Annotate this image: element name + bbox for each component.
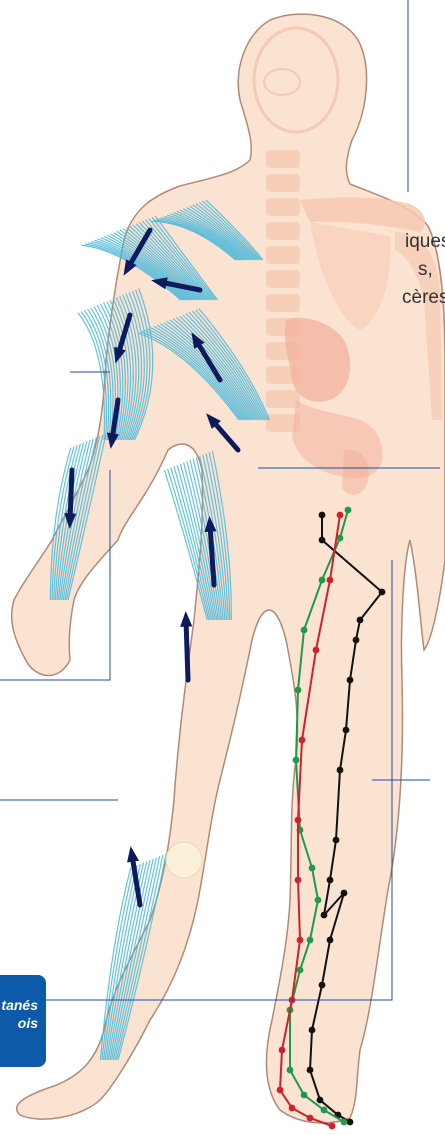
badge-line-1: tanés bbox=[1, 997, 38, 1013]
acupoint-dot-icon bbox=[307, 1115, 314, 1122]
acupoint-dot-icon bbox=[337, 767, 344, 774]
acupoint-dot-icon bbox=[317, 1097, 324, 1104]
acupoint-dot-icon bbox=[297, 967, 304, 974]
acupoint-dot-icon bbox=[289, 1105, 296, 1112]
acupoint-dot-icon bbox=[293, 757, 300, 764]
vertebra bbox=[266, 198, 300, 216]
text-fragment-2: s, bbox=[418, 258, 433, 282]
acupoint-dot-icon bbox=[297, 937, 304, 944]
acupoint-dot-icon bbox=[277, 1087, 284, 1094]
acupoint-dot-icon bbox=[287, 1067, 294, 1074]
body-silhouette bbox=[12, 14, 445, 1123]
vertebra bbox=[266, 270, 300, 288]
acupoint-dot-icon bbox=[333, 837, 340, 844]
acupoint-dot-icon bbox=[307, 937, 314, 944]
knee-marker bbox=[166, 842, 202, 878]
acupoint-dot-icon bbox=[343, 727, 350, 734]
vertebra bbox=[266, 246, 300, 264]
acupoint-dot-icon bbox=[337, 512, 344, 519]
acupoint-dot-icon bbox=[347, 677, 354, 684]
acupoint-dot-icon bbox=[295, 687, 302, 694]
acupoint-dot-icon bbox=[341, 1119, 348, 1126]
acupoint-dot-icon bbox=[307, 1067, 314, 1074]
acupoint-dot-icon bbox=[357, 617, 364, 624]
acupoint-dot-icon bbox=[341, 890, 348, 897]
acupoint-dot-icon bbox=[309, 1027, 316, 1034]
acupoint-dot-icon bbox=[319, 512, 326, 519]
acupoint-dot-icon bbox=[315, 897, 322, 904]
vertebra bbox=[266, 222, 300, 240]
text-fragment-3: cères bbox=[402, 286, 445, 310]
acupoint-dot-icon bbox=[379, 589, 386, 596]
acupoint-dot-icon bbox=[327, 877, 334, 884]
acupoint-dot-icon bbox=[301, 627, 308, 634]
lymph-flow-arrow-icon bbox=[186, 620, 188, 680]
acupoint-dot-icon bbox=[295, 817, 302, 824]
vertebra bbox=[266, 390, 300, 408]
vertebra bbox=[266, 150, 300, 168]
acupoint-dot-icon bbox=[319, 982, 326, 989]
acupoint-dot-icon bbox=[347, 1119, 354, 1126]
acupoint-dot-icon bbox=[327, 937, 334, 944]
acupoint-dot-icon bbox=[299, 737, 306, 744]
acupoint-dot-icon bbox=[327, 577, 334, 584]
acupoint-dot-icon bbox=[309, 865, 316, 872]
acupoint-dot-icon bbox=[313, 647, 320, 654]
acupoint-dot-icon bbox=[321, 912, 328, 919]
acupoint-dot-icon bbox=[295, 877, 302, 884]
acupoint-dot-icon bbox=[319, 537, 326, 544]
lymph-flow-arrow-icon bbox=[70, 470, 72, 520]
acupoint-dot-icon bbox=[345, 507, 352, 514]
acupoint-dot-icon bbox=[319, 577, 326, 584]
acupoint-dot-icon bbox=[321, 1107, 328, 1114]
badge-line-2: ois bbox=[18, 1015, 38, 1031]
vertebra bbox=[266, 294, 300, 312]
acupoint-dot-icon bbox=[301, 1092, 308, 1099]
acupoint-dot-icon bbox=[329, 1123, 336, 1130]
lymph-flow-arrowhead-icon bbox=[180, 611, 192, 627]
lymph-flow-arrowhead-icon bbox=[127, 846, 139, 862]
vertebra bbox=[266, 174, 300, 192]
acupoint-dot-icon bbox=[279, 1047, 286, 1054]
acupoint-dot-icon bbox=[353, 637, 360, 644]
chapter-badge: tanés ois bbox=[0, 975, 46, 1067]
